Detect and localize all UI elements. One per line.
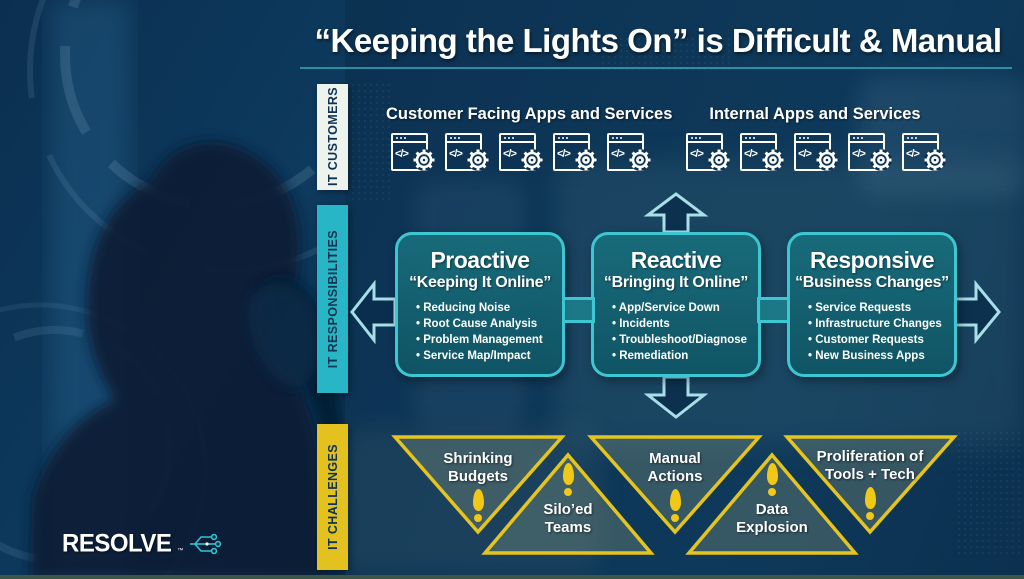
app-window-code-gear-icon: </> bbox=[848, 131, 892, 171]
gear-icon bbox=[521, 149, 543, 171]
gear-icon bbox=[575, 149, 597, 171]
code-glyph: </> bbox=[690, 148, 704, 160]
title-underline bbox=[300, 67, 1012, 69]
bullet-item: Customer Requests bbox=[808, 332, 954, 348]
challenge-siloed-teams: Silo’ed Teams bbox=[543, 501, 593, 536]
app-window-code-gear-icon: </> bbox=[445, 131, 489, 171]
bullet-item: New Business Apps bbox=[808, 348, 954, 364]
dot-pattern bbox=[350, 82, 392, 202]
exclamation-icon bbox=[697, 463, 847, 496]
row-label-it-customers: IT CUSTOMERS bbox=[317, 84, 348, 190]
challenge-data-explosion: Data Explosion bbox=[736, 501, 808, 536]
code-glyph: </> bbox=[744, 148, 758, 160]
bullet-item: Root Cause Analysis bbox=[416, 316, 562, 332]
row-label-text: IT CUSTOMERS bbox=[325, 87, 340, 187]
bullet-item: Reducing Noise bbox=[416, 300, 562, 316]
right-arrow bbox=[953, 279, 1001, 345]
challenge-shrinking-budgets: Shrinking Budgets bbox=[443, 450, 513, 485]
box-connector bbox=[757, 297, 790, 323]
bullet-item: Service Requests bbox=[808, 300, 954, 316]
code-glyph: </> bbox=[395, 148, 409, 160]
box-connector bbox=[562, 297, 595, 323]
box-bullet-list: App/Service Down Incidents Troubleshoot/… bbox=[594, 300, 758, 364]
box-subtitle: “Bringing It Online” bbox=[603, 274, 749, 291]
bullet-item: Problem Management bbox=[416, 332, 562, 348]
box-bullet-list: Reducing Noise Root Cause Analysis Probl… bbox=[398, 300, 562, 364]
app-window-code-gear-icon: </> bbox=[902, 131, 946, 171]
slide-title: “Keeping the Lights On” is Difficult & M… bbox=[314, 22, 1002, 59]
exclamation-icon bbox=[403, 489, 553, 522]
app-window-code-gear-icon: </> bbox=[499, 131, 543, 171]
browser-window-icon: </> bbox=[902, 133, 939, 171]
challenge-manual-actions: Manual Actions bbox=[647, 450, 703, 485]
proactive-box: Proactive “Keeping It Online” Reducing N… bbox=[395, 232, 565, 377]
challenge-proliferation: Proliferation of Tools + Tech bbox=[816, 448, 924, 483]
code-glyph: </> bbox=[906, 148, 920, 160]
code-glyph: </> bbox=[557, 148, 571, 160]
exclamation-icon bbox=[600, 489, 750, 522]
box-subtitle: “Business Changes” bbox=[795, 274, 949, 291]
gear-icon bbox=[629, 149, 651, 171]
code-glyph: </> bbox=[449, 148, 463, 160]
reactive-box: Reactive “Bringing It Online” App/Servic… bbox=[591, 232, 761, 377]
box-title: Reactive bbox=[630, 247, 722, 273]
gear-icon bbox=[816, 149, 838, 171]
box-bullet-list: Service Requests Infrastructure Changes … bbox=[790, 300, 954, 364]
bullet-item: App/Service Down bbox=[612, 300, 758, 316]
app-window-code-gear-icon: </> bbox=[794, 131, 838, 171]
bullet-item: Infrastructure Changes bbox=[808, 316, 954, 332]
row-label-it-challenges: IT CHALLENGES bbox=[317, 424, 348, 570]
exclamation-icon bbox=[795, 487, 945, 520]
box-title: Responsive bbox=[809, 247, 935, 273]
exclamation-icon bbox=[493, 463, 643, 496]
customer-facing-heading: Customer Facing Apps and Services bbox=[386, 105, 673, 123]
up-arrow bbox=[643, 192, 709, 234]
bullet-item: Troubleshoot/Diagnose bbox=[612, 332, 758, 348]
app-window-code-gear-icon: </> bbox=[740, 131, 784, 171]
app-window-code-gear-icon: </> bbox=[607, 131, 651, 171]
app-window-code-gear-icon: </> bbox=[391, 131, 435, 171]
circuit-icon bbox=[190, 533, 222, 555]
box-title: Proactive bbox=[430, 247, 530, 273]
responsive-box: Responsive “Business Changes” Service Re… bbox=[787, 232, 957, 377]
gear-icon bbox=[924, 149, 946, 171]
gear-icon bbox=[467, 149, 489, 171]
code-glyph: </> bbox=[611, 148, 625, 160]
gear-icon bbox=[708, 149, 730, 171]
gear-icon bbox=[870, 149, 892, 171]
stressed-man-photo bbox=[0, 0, 345, 579]
code-glyph: </> bbox=[503, 148, 517, 160]
bullet-item: Incidents bbox=[612, 316, 758, 332]
resolve-logo: RESOLVE ™ bbox=[62, 529, 223, 558]
bullet-item: Remediation bbox=[612, 348, 758, 364]
resolve-logo-text: RESOLVE bbox=[62, 529, 172, 558]
gear-icon bbox=[413, 149, 435, 171]
bullet-item: Service Map/Impact bbox=[416, 348, 562, 364]
trademark-symbol: ™ bbox=[177, 548, 184, 554]
customer-facing-icon-row: </> </> bbox=[391, 131, 651, 171]
gear-icon bbox=[762, 149, 784, 171]
row-label-text: IT CHALLENGES bbox=[325, 444, 340, 550]
bottom-border bbox=[0, 575, 1024, 579]
internal-apps-icon-row: </> </> bbox=[686, 131, 946, 171]
left-arrow bbox=[350, 279, 397, 345]
code-glyph: </> bbox=[798, 148, 812, 160]
dot-pattern bbox=[956, 430, 1020, 555]
row-label-it-responsibilities: IT RESPONSIBILITIES bbox=[317, 205, 348, 393]
code-glyph: </> bbox=[852, 148, 866, 160]
down-arrow bbox=[643, 375, 709, 419]
row-label-text: IT RESPONSIBILITIES bbox=[325, 229, 340, 369]
app-window-code-gear-icon: </> bbox=[686, 131, 730, 171]
box-subtitle: “Keeping It Online” bbox=[409, 274, 551, 291]
internal-apps-heading: Internal Apps and Services bbox=[709, 105, 921, 123]
app-window-code-gear-icon: </> bbox=[553, 131, 597, 171]
